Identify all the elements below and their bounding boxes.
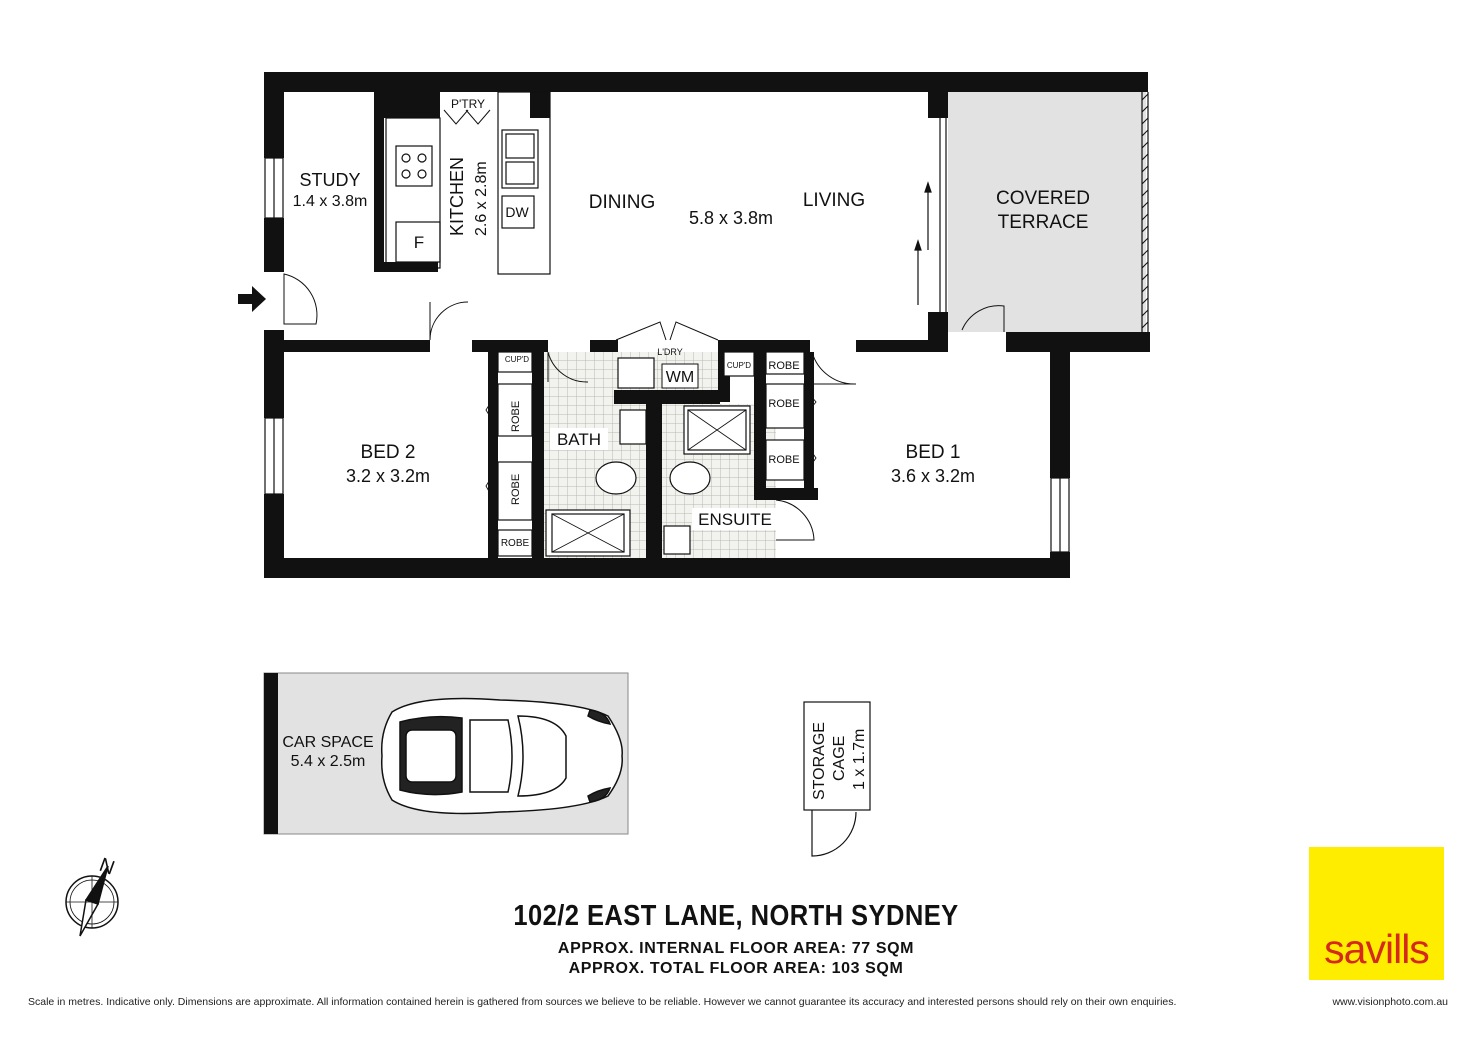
study-label: STUDY [299, 170, 360, 190]
terrace-area [948, 92, 1146, 332]
washing-machine-label: WM [666, 369, 694, 386]
terrace-label-2: TERRACE [998, 212, 1089, 233]
kitchen-dims: 2.6 x 2.8m [473, 161, 490, 236]
terrace-label-1: COVERED [996, 188, 1090, 209]
car-space-wall [264, 673, 278, 834]
robe-label-bed1-1: ROBE [768, 360, 799, 372]
kitchen-label: KITCHEN [447, 157, 467, 236]
bath-label: BATH [557, 430, 601, 449]
sliding-door [914, 181, 932, 305]
robes [497, 351, 805, 557]
pantry-label: P'TRY [451, 97, 485, 111]
bed1-dims: 3.6 x 3.2m [891, 466, 975, 486]
robe-label-bed2-2: ROBE [510, 474, 522, 505]
robe-doors [485, 389, 817, 505]
car-icon [380, 697, 623, 815]
fridge-label: F [414, 233, 424, 252]
storage-label-1: STORAGE [811, 722, 828, 800]
robe-label-bed1-2: ROBE [768, 398, 799, 410]
robe-label-bed2-1: ROBE [510, 401, 522, 432]
study-dims: 1.4 x 3.8m [293, 193, 368, 210]
storage-cage [803, 701, 871, 857]
cupboard-label-ensuite: CUP'D [727, 361, 751, 370]
storage-label-2: CAGE [831, 736, 848, 781]
car-space-dims: 5.4 x 2.5m [291, 753, 366, 770]
dishwasher-label: DW [505, 204, 529, 220]
total-floor-area: APPROX. TOTAL FLOOR AREA: 103 SQM [568, 960, 904, 977]
living-dims: 5.8 x 3.8m [689, 208, 773, 228]
laundry-label: L'DRY [657, 347, 683, 357]
savills-logo: savills [1309, 847, 1444, 980]
website-link[interactable]: www.visionphoto.com.au [1332, 996, 1448, 1008]
title-block: 102/2 EAST LANE, NORTH SYDNEY APPROX. IN… [420, 900, 1052, 979]
robe-label-bed2-3: ROBE [501, 538, 530, 549]
disclaimer: Scale in metres. Indicative only. Dimens… [28, 996, 1177, 1008]
living-label: LIVING [803, 190, 865, 211]
dining-label: DINING [589, 192, 656, 213]
cupboard-label-bed2: CUP'D [505, 355, 529, 364]
robe-label-bed1-3: ROBE [768, 454, 799, 466]
ensuite-label: ENSUITE [698, 510, 772, 529]
internal-floor-area: APPROX. INTERNAL FLOOR AREA: 77 SQM [557, 940, 915, 957]
walls [264, 72, 1150, 578]
compass-north-label: N [96, 854, 117, 880]
entry-arrow-icon [238, 286, 266, 312]
shower-lines [551, 409, 747, 553]
compass-icon [65, 865, 119, 937]
kitchen-benches [385, 91, 551, 275]
bed2-label: BED 2 [361, 442, 416, 463]
bed1-label: BED 1 [906, 442, 961, 463]
property-address: 102/2 EAST LANE, NORTH SYDNEY [513, 900, 959, 932]
bed2-dims: 3.2 x 3.2m [346, 466, 430, 486]
footer: Scale in metres. Indicative only. Dimens… [28, 996, 1448, 1008]
terrace-screen [1141, 93, 1149, 329]
door-swings [283, 109, 1005, 541]
storage-dims: 1 x 1.7m [851, 729, 868, 790]
savills-logo-text: savills [1324, 926, 1430, 972]
car-space-label: CAR SPACE [282, 734, 373, 751]
